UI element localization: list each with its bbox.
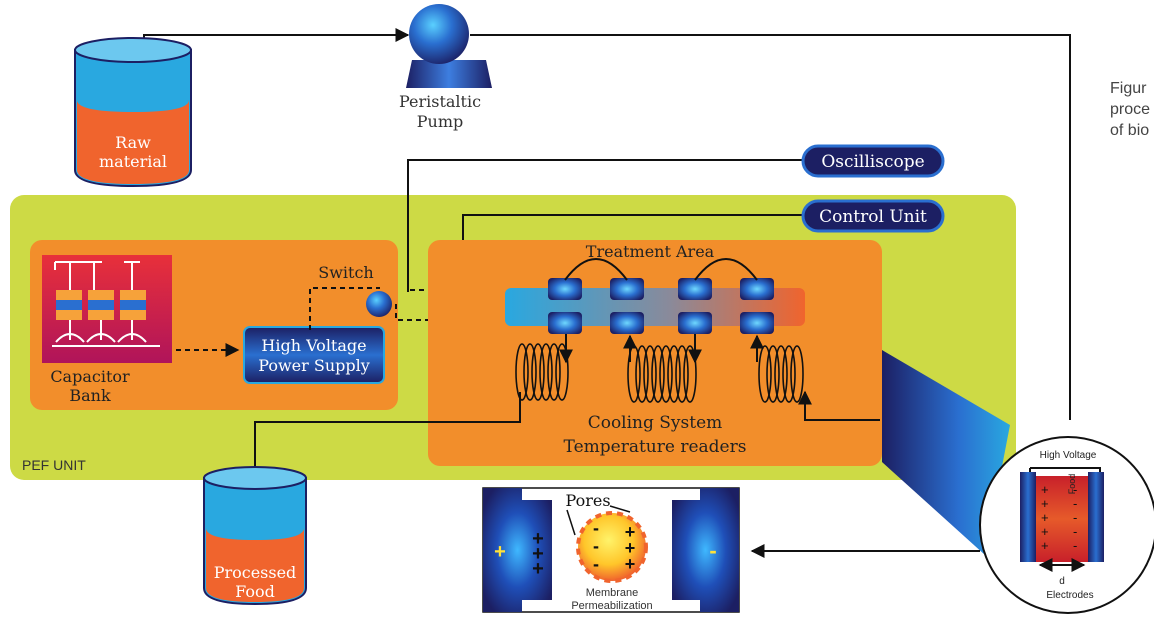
- caption-line-1: Figur: [1110, 80, 1147, 97]
- capacitor-bank-icon: [42, 255, 172, 363]
- svg-text:+: +: [1041, 496, 1049, 511]
- pump-to-inset-pipe: [470, 34, 1071, 420]
- switch-label: Switch: [318, 263, 373, 282]
- membrane-label-line1: Membrane: [586, 587, 639, 599]
- pump-label-line2: Pump: [417, 112, 463, 131]
- inset-d-label: d: [1059, 576, 1065, 587]
- svg-text:-: -: [1073, 538, 1077, 553]
- inset-high-voltage-label: High Voltage: [1040, 450, 1097, 461]
- svg-text:-: -: [1073, 496, 1077, 511]
- oscilloscope-label: Oscilliscope: [821, 152, 924, 172]
- cell-minus-1: -: [593, 518, 599, 538]
- capacitor-bank-label-line2: Bank: [69, 386, 111, 405]
- coolant-return-arrow: [798, 390, 880, 421]
- temperature-readers-label: Temperature readers: [564, 437, 747, 457]
- svg-text:-: -: [1073, 524, 1077, 539]
- caption-line-3: of bio: [1110, 122, 1150, 139]
- treatment-area-label: Treatment Area: [586, 242, 715, 261]
- inset-electrodes-icon: +++ ++ --- --: [1020, 467, 1104, 572]
- svg-text:+: +: [1041, 510, 1049, 525]
- electrode-pair-2-icon: [610, 278, 644, 334]
- electrode-pair-4-icon: [740, 278, 774, 334]
- caption-line-2: proce: [1110, 101, 1151, 118]
- switch-icon: [366, 291, 392, 317]
- svg-text:-: -: [1073, 510, 1077, 525]
- processed-food-container: [203, 466, 307, 606]
- cooling-coil-1-icon: [515, 343, 569, 401]
- field-charges-plus: + + +: [532, 528, 544, 580]
- electrode-pair-1-icon: [548, 278, 582, 334]
- cell-plus-charges: + + +: [625, 522, 636, 574]
- svg-text:+: +: [532, 558, 544, 580]
- pores-label: Pores: [565, 491, 610, 510]
- pump-label-line1: Peristaltic: [399, 92, 481, 111]
- cell-minus-3: -: [593, 554, 599, 574]
- svg-text:+: +: [532, 528, 544, 550]
- svg-text:+: +: [625, 554, 636, 574]
- electrode-pair-3-icon: [678, 278, 712, 334]
- svg-text:-: -: [1073, 482, 1077, 497]
- raw-material-container: [74, 37, 192, 188]
- cooling-coil-2-icon: [627, 345, 697, 403]
- pores-pointer-lines: [566, 505, 631, 536]
- svg-text:+: +: [625, 538, 636, 558]
- hv-supply-label-line2: Power Supply: [258, 356, 370, 375]
- oscilloscope-box: [801, 144, 945, 178]
- control-unit-wire: [462, 214, 805, 240]
- negative-plate-sign: -: [709, 538, 716, 563]
- inset-electrodes-label: Electrodes: [1046, 590, 1093, 601]
- high-voltage-supply-box: [243, 326, 385, 384]
- zoom-beam: [882, 350, 1010, 555]
- cell-minus-2: -: [593, 536, 599, 556]
- svg-text:+: +: [625, 522, 636, 542]
- processed-food-label-line1: Processed: [214, 563, 297, 582]
- svg-text:+: +: [1041, 524, 1049, 539]
- electrode-arc-right: [694, 258, 758, 281]
- peristaltic-pump-icon: [406, 4, 492, 88]
- cooling-coil-3-icon: [758, 345, 804, 403]
- raw-material-label-line1: Raw: [115, 133, 151, 152]
- membrane-label-line2: Permeabilization: [571, 600, 652, 612]
- positive-plate-sign: +: [494, 541, 506, 563]
- raw-material-label-line2: material: [99, 152, 167, 171]
- hv-supply-label-line1: High Voltage: [261, 336, 366, 355]
- pef-unit-label: PEF UNIT: [22, 457, 86, 473]
- inset-food-label: Food: [1067, 474, 1077, 495]
- oscilloscope-wire: [407, 159, 805, 292]
- cooling-system-label: Cooling System: [588, 413, 723, 433]
- control-unit-label: Control Unit: [819, 207, 927, 227]
- svg-text:+: +: [532, 543, 544, 565]
- capacitor-bank-label-line1: Capacitor: [50, 367, 130, 386]
- electrode-arc-left: [564, 258, 628, 281]
- svg-text:+: +: [1041, 482, 1049, 497]
- membrane-cell-icon: [576, 511, 648, 583]
- svg-text:+: +: [1041, 538, 1049, 553]
- figure-caption: Figur proce of bio: [1110, 78, 1154, 141]
- control-unit-box: [801, 199, 945, 233]
- processed-food-label-line2: Food: [235, 582, 275, 601]
